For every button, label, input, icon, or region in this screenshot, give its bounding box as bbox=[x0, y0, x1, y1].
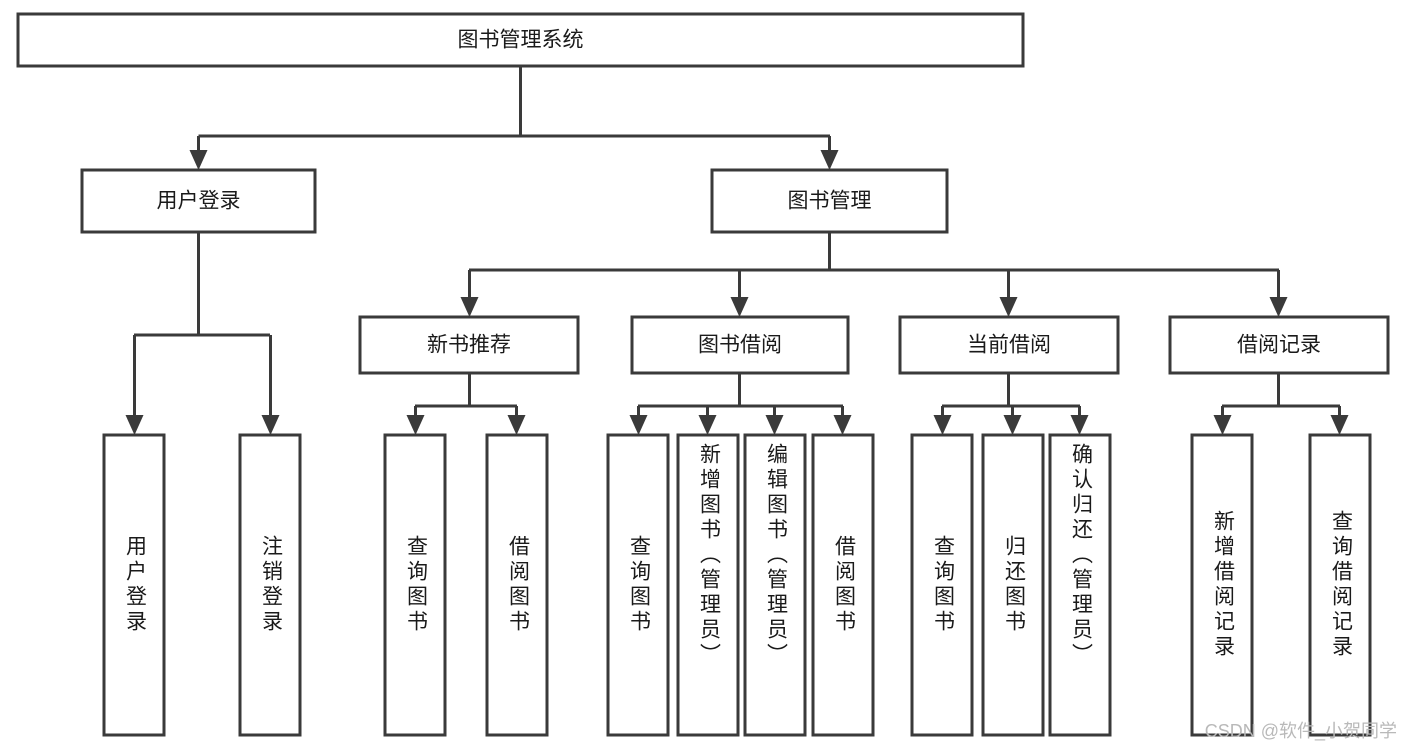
node-leaf-borrow-book-2-box[interactable] bbox=[811, 433, 875, 737]
node-root-box[interactable] bbox=[16, 12, 1025, 68]
node-leaf-add-record[interactable]: 新增借阅记录 bbox=[1190, 433, 1254, 737]
node-leaf-add-book-box[interactable] bbox=[676, 433, 740, 737]
node-borrow-record-box[interactable] bbox=[1168, 315, 1390, 375]
node-leaf-add-record-box[interactable] bbox=[1190, 433, 1254, 737]
node-leaf-query-book-1[interactable]: 查询图书 bbox=[383, 433, 447, 737]
arrow-head-leaf-edit-book bbox=[765, 415, 784, 435]
arrow-head-leaf-add-record bbox=[1213, 415, 1232, 435]
node-leaf-query-book-1-box[interactable] bbox=[383, 433, 447, 737]
node-book-borrow-label: 图书借阅 bbox=[698, 334, 782, 357]
node-leaf-query-book-2-label: 查询图书 bbox=[627, 535, 651, 635]
node-current-borrow-box[interactable] bbox=[898, 315, 1120, 375]
node-leaf-borrow-book-1[interactable]: 借阅图书 bbox=[485, 433, 549, 737]
node-new-book-rec-label: 新书推荐 bbox=[427, 334, 511, 357]
node-leaf-return-book[interactable]: 归还图书 bbox=[981, 433, 1045, 737]
node-leaf-query-book-3-label: 查询图书 bbox=[931, 535, 955, 635]
node-leaf-add-book[interactable]: 新增图书（管理员） bbox=[676, 433, 740, 737]
node-leaf-edit-book-label: 编辑图书（管理员） bbox=[764, 443, 788, 668]
node-leaf-borrow-book-2[interactable]: 借阅图书 bbox=[811, 433, 875, 737]
arrow-head-user-login bbox=[189, 150, 208, 170]
node-root[interactable]: 图书管理系统 bbox=[16, 12, 1025, 68]
arrow-head-book-borrow bbox=[730, 297, 749, 317]
node-layer: 图书管理系统 用户登录 图书管理 新书推荐 图书借阅 当前 bbox=[16, 12, 1390, 737]
arrow-head-borrow-record bbox=[1269, 297, 1288, 317]
node-leaf-query-record[interactable]: 查询借阅记录 bbox=[1308, 433, 1372, 737]
node-leaf-user-login-box[interactable] bbox=[102, 433, 166, 737]
arrow-head-leaf-query-book-2 bbox=[629, 415, 648, 435]
node-current-borrow[interactable]: 当前借阅 bbox=[898, 315, 1120, 375]
node-leaf-query-book-2-box[interactable] bbox=[606, 433, 670, 737]
node-new-book-rec-box[interactable] bbox=[358, 315, 580, 375]
node-leaf-query-record-label: 查询借阅记录 bbox=[1329, 510, 1353, 660]
node-book-manage-label: 图书管理 bbox=[788, 190, 872, 213]
arrow-head-leaf-user-logout bbox=[261, 415, 280, 435]
arrow-head-leaf-confirm-return bbox=[1070, 415, 1089, 435]
node-leaf-borrow-book-1-box[interactable] bbox=[485, 433, 549, 737]
node-leaf-user-logout-box[interactable] bbox=[238, 433, 302, 737]
node-leaf-query-book-3[interactable]: 查询图书 bbox=[910, 433, 974, 737]
node-book-borrow-box[interactable] bbox=[630, 315, 850, 375]
node-leaf-user-logout[interactable]: 注销登录 bbox=[238, 433, 302, 737]
arrow-head-leaf-user-login bbox=[125, 415, 144, 435]
node-new-book-rec[interactable]: 新书推荐 bbox=[358, 315, 580, 375]
node-leaf-confirm-return[interactable]: 确认归还（管理员） bbox=[1048, 433, 1112, 737]
arrow-head-leaf-borrow-book-1 bbox=[507, 415, 526, 435]
node-borrow-record[interactable]: 借阅记录 bbox=[1168, 315, 1390, 375]
node-book-borrow[interactable]: 图书借阅 bbox=[630, 315, 850, 375]
arrow-head-leaf-return-book bbox=[1003, 415, 1022, 435]
arrow-head-leaf-query-record bbox=[1330, 415, 1349, 435]
node-user-login-label: 用户登录 bbox=[157, 190, 241, 213]
csdn-watermark: CSDN @软件_小贺同学 bbox=[1204, 721, 1397, 741]
node-leaf-edit-book-box[interactable] bbox=[743, 433, 807, 737]
node-leaf-add-book-label: 新增图书（管理员） bbox=[697, 443, 721, 668]
node-leaf-query-book-1-label: 查询图书 bbox=[404, 535, 428, 635]
node-leaf-borrow-book-1-label: 借阅图书 bbox=[506, 535, 530, 635]
node-leaf-query-book-2[interactable]: 查询图书 bbox=[606, 433, 670, 737]
arrow-head-leaf-query-book-1 bbox=[406, 415, 425, 435]
node-leaf-confirm-return-box[interactable] bbox=[1048, 433, 1112, 737]
node-book-manage[interactable]: 图书管理 bbox=[710, 168, 949, 234]
node-leaf-borrow-book-2-label: 借阅图书 bbox=[832, 535, 856, 635]
node-leaf-confirm-return-label: 确认归还（管理员） bbox=[1069, 443, 1093, 668]
connector-layer bbox=[125, 66, 1349, 435]
node-leaf-add-record-label: 新增借阅记录 bbox=[1211, 510, 1235, 660]
arrow-head-leaf-query-book-3 bbox=[933, 415, 952, 435]
node-book-manage-box[interactable] bbox=[710, 168, 949, 234]
node-leaf-user-logout-label: 注销登录 bbox=[259, 535, 283, 635]
node-borrow-record-label: 借阅记录 bbox=[1237, 334, 1321, 357]
node-leaf-query-record-box[interactable] bbox=[1308, 433, 1372, 737]
node-leaf-query-book-3-box[interactable] bbox=[910, 433, 974, 737]
arrow-head-book-manage bbox=[820, 150, 839, 170]
node-user-login-box[interactable] bbox=[80, 168, 317, 234]
node-leaf-return-book-label: 归还图书 bbox=[1002, 535, 1026, 635]
node-leaf-edit-book[interactable]: 编辑图书（管理员） bbox=[743, 433, 807, 737]
arrow-head-leaf-add-book bbox=[698, 415, 717, 435]
node-root-label: 图书管理系统 bbox=[458, 29, 584, 52]
node-leaf-user-login[interactable]: 用户登录 bbox=[102, 433, 166, 737]
arrow-head-current-borrow bbox=[999, 297, 1018, 317]
node-user-login[interactable]: 用户登录 bbox=[80, 168, 317, 234]
node-leaf-user-login-label: 用户登录 bbox=[123, 535, 147, 635]
node-leaf-return-book-box[interactable] bbox=[981, 433, 1045, 737]
arrow-head-new-book-rec bbox=[460, 297, 479, 317]
node-current-borrow-label: 当前借阅 bbox=[967, 334, 1051, 357]
arrow-head-leaf-borrow-book-2 bbox=[833, 415, 852, 435]
